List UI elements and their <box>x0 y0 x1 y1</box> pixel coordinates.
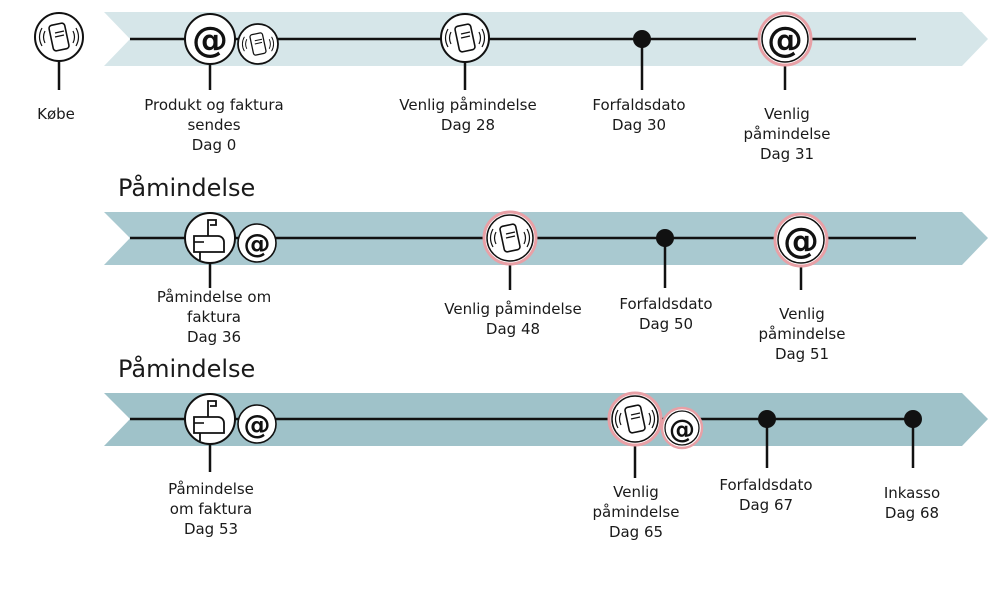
event-label-r1-e2: Venlig påmindelse Dag 28 <box>399 95 536 135</box>
event-title: Venlig påmindelse <box>399 96 537 114</box>
event-label-r2-e3: Forfaldsdato Dag 50 <box>619 294 712 334</box>
dot-marker <box>904 410 922 428</box>
event-title: Venlig påmindelse <box>758 305 846 343</box>
at-icon: @ <box>660 406 704 450</box>
section-title-row-3: Påmindelse <box>118 355 256 383</box>
event-day: Dag 50 <box>638 315 694 333</box>
at-icon: @ <box>757 11 813 67</box>
at-icon: @ <box>237 404 277 444</box>
event-label-r2-e4: Venlig påmindelse Dag 51 <box>757 304 847 364</box>
event-title: Venlig påmindelse <box>743 105 831 143</box>
at-icon: @ <box>184 13 236 65</box>
event-title: Forfaldsdato <box>719 476 813 494</box>
event-title: Påmindelse om faktura <box>156 288 272 326</box>
event-day: Dag 0 <box>191 136 237 154</box>
event-title: Forfaldsdato <box>592 96 686 114</box>
mailbox-icon <box>184 393 236 445</box>
at-icon: @ <box>237 223 277 263</box>
dot-marker <box>656 229 674 247</box>
dot-marker <box>633 30 651 48</box>
event-day: Dag 30 <box>611 116 667 134</box>
event-label-r3-e2: Venlig påmindelse Dag 65 <box>591 482 681 542</box>
phone-icon <box>440 13 490 63</box>
event-label-r1-e4: Venlig påmindelse Dag 31 <box>742 104 832 164</box>
event-title: Venlig påmindelse <box>444 300 582 318</box>
svg-text:@: @ <box>669 415 695 445</box>
event-day: Dag 67 <box>738 496 794 514</box>
svg-text:@: @ <box>192 20 228 61</box>
event-title: Inkasso <box>883 484 941 502</box>
event-day: Dag 31 <box>759 145 815 163</box>
event-day: Dag 53 <box>183 520 239 538</box>
event-title: Påmindelse om faktura <box>168 480 254 518</box>
svg-text:@: @ <box>244 410 271 441</box>
start-phone-icon <box>34 12 84 62</box>
start-label: Købe <box>37 105 75 123</box>
event-day: Dag 68 <box>884 504 940 522</box>
event-title: Venlig påmindelse <box>592 483 680 521</box>
event-title: Forfaldsdato <box>619 295 713 313</box>
event-label-r3-e1: Påmindelse om faktura Dag 53 <box>161 479 261 539</box>
event-label-r1-e3: Forfaldsdato Dag 30 <box>592 95 685 135</box>
svg-text:@: @ <box>767 20 803 61</box>
phone-icon <box>482 210 538 266</box>
section-title-row-2: Påmindelse <box>118 174 256 202</box>
event-label-r1-e1: Produkt og faktura sendes Dag 0 <box>134 95 294 155</box>
event-day: Dag 65 <box>608 523 664 541</box>
event-label-r3-e4: Inkasso Dag 68 <box>884 483 940 523</box>
event-label-r3-e3: Forfaldsdato Dag 67 <box>719 475 812 515</box>
svg-text:@: @ <box>244 229 271 260</box>
svg-text:@: @ <box>783 221 819 262</box>
phone-icon <box>237 23 279 65</box>
phone-icon <box>607 391 663 447</box>
event-day: Dag 28 <box>440 116 496 134</box>
event-label-r2-e2: Venlig påmindelse Dag 48 <box>444 299 581 339</box>
event-label-r2-e1: Påmindelse om faktura Dag 36 <box>144 287 284 347</box>
dot-marker <box>758 410 776 428</box>
event-title: Produkt og faktura sendes <box>144 96 284 134</box>
event-day: Dag 36 <box>186 328 242 346</box>
at-icon: @ <box>773 212 829 268</box>
event-day: Dag 48 <box>485 320 541 338</box>
mailbox-icon <box>184 212 236 264</box>
event-day: Dag 51 <box>774 345 830 363</box>
